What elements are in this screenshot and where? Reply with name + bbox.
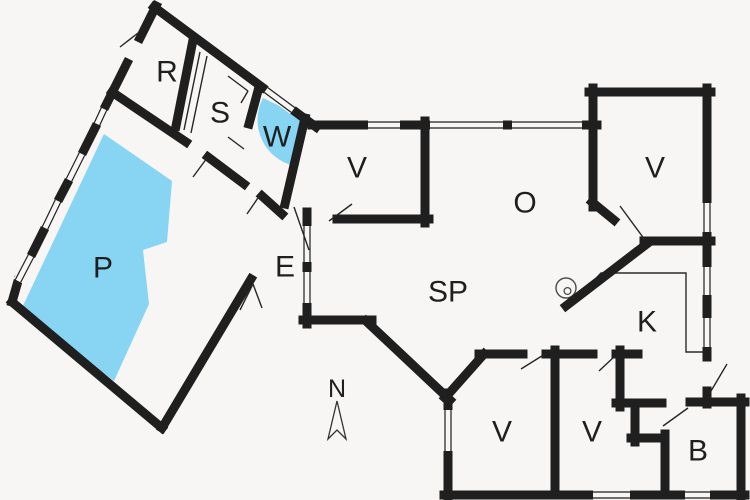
window-pane-line <box>93 107 102 123</box>
wall-segment <box>155 272 258 435</box>
room-label-pool: P <box>93 252 113 285</box>
windows-layer <box>13 86 712 500</box>
wall-segment <box>51 173 76 208</box>
wall-segment <box>255 189 289 221</box>
door-swing-line <box>598 355 616 372</box>
window-gap <box>40 198 63 231</box>
room-label-dining: O <box>513 187 536 220</box>
wall-segment <box>97 56 134 116</box>
wall-segment <box>243 81 265 130</box>
compass: N <box>326 375 348 442</box>
door-swing-line <box>119 32 139 48</box>
door-swing-line <box>662 407 689 427</box>
wall-segment <box>105 85 193 149</box>
compass-label: N <box>328 375 346 403</box>
room-label-bedroom-north: V <box>347 152 367 185</box>
door-swing-line <box>183 51 201 131</box>
door-swing-line <box>619 205 646 241</box>
window-pane-line <box>41 199 56 227</box>
compass-north-arrow <box>326 400 348 442</box>
door-swing-line <box>246 194 261 215</box>
room-label-entrance: E <box>275 251 295 284</box>
room-label-bedroom-southwest: V <box>492 416 512 449</box>
door-swing-line <box>520 353 546 370</box>
door-swing-line <box>227 75 249 92</box>
wall-segment <box>201 150 251 191</box>
window-pane-line <box>14 254 29 280</box>
wall-segment <box>24 221 52 263</box>
room-label-living: SP <box>428 276 468 309</box>
window-gap <box>92 106 109 127</box>
window-pane-line <box>20 257 35 283</box>
room-label-sauna: S <box>210 97 230 130</box>
room-label-kitchen: K <box>637 306 657 339</box>
wall-segment <box>359 314 457 407</box>
wall-segment <box>559 236 655 313</box>
window-pane-line <box>47 202 62 230</box>
wall-segment <box>279 112 311 210</box>
stove-icon <box>555 277 577 299</box>
window-gap <box>263 86 296 114</box>
door-swing-line <box>328 203 353 222</box>
room-label-bedroom-east: V <box>645 152 665 185</box>
wall-segment <box>5 295 169 435</box>
door-swing-line <box>240 90 249 104</box>
window-gap <box>13 253 36 284</box>
wall-segment <box>170 34 199 132</box>
window-pane-line <box>99 110 108 126</box>
room-label-bedroom-south: V <box>582 416 602 449</box>
door-swing-line <box>227 136 245 150</box>
swimming-pool-shape <box>21 134 172 381</box>
wall-segment <box>147 0 273 97</box>
door-swing-line <box>190 55 208 134</box>
door-swing-line <box>252 283 263 309</box>
walls-layer <box>5 0 750 500</box>
window-pane-line <box>65 152 80 179</box>
wall-segment <box>585 195 621 227</box>
wall-segment <box>133 0 163 45</box>
room-label-storage: R <box>156 56 178 89</box>
door-swing-line <box>710 363 728 392</box>
window-pane-line <box>71 155 86 182</box>
door-swing-layer <box>119 32 728 427</box>
door-swing-line <box>293 206 310 251</box>
door-swing-line <box>239 283 254 311</box>
window-pane-line <box>263 91 292 113</box>
wall-segment <box>75 117 104 161</box>
room-label-wc: W <box>263 121 292 154</box>
window-gap <box>64 151 87 183</box>
door-swing-line <box>192 157 208 178</box>
room-label-bathroom: B <box>688 435 708 468</box>
window-pane-line <box>267 87 296 109</box>
